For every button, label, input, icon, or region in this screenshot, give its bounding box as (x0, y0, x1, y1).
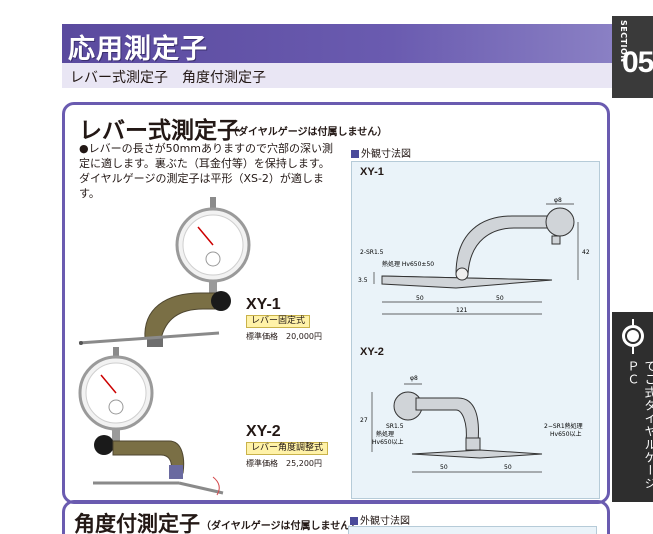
svg-text:φ8: φ8 (410, 375, 418, 382)
angle-section-note: （ダイヤルゲージは付属しません） (201, 521, 361, 532)
xy2-model-label: XY-2 (246, 423, 281, 440)
lever-description: ●レバーの長さが50mmありますので穴部の深い測定に適します。裏ぶた（耳金付等）… (79, 142, 334, 200)
page-header: 応用測定子 レバー式測定子 角度付測定子 (62, 24, 612, 88)
xy2-drawing-label: XY-2 (360, 346, 384, 358)
svg-text:50: 50 (416, 295, 424, 302)
xy1-drawing-label: XY-1 (360, 166, 384, 178)
xy1-lever-body (78, 291, 231, 347)
xy1-dimension-drawing: 2-SR1.5 熱処理 Hv650±50 φ8 3.5 42 50 50 121 (358, 197, 590, 315)
svg-text:42: 42 (582, 249, 590, 256)
xy2-type-tag: レバー角度調整式 (246, 442, 329, 455)
svg-text:2-SR1.5: 2-SR1.5 (360, 249, 384, 256)
svg-text:3.5: 3.5 (358, 277, 368, 284)
svg-text:Hv650以上: Hv650以上 (372, 438, 404, 446)
svg-text:φ8: φ8 (554, 197, 562, 204)
xy2-lever-body (93, 435, 224, 496)
dimension-heading: 外観寸法図 (351, 145, 411, 160)
square-bullet-icon (350, 517, 358, 525)
dial-gauge-icon (622, 319, 644, 354)
xy1-type-tag: レバー固定式 (246, 315, 311, 328)
section-label: SECTION (619, 20, 628, 63)
side-category-tab[interactable]: てこ式ダイヤルゲージ ＰＣ (612, 312, 653, 503)
page-title: 応用測定子 (68, 34, 208, 65)
xy1-dial-gauge (175, 197, 251, 293)
svg-text:2−SR1熱処理: 2−SR1熱処理 (544, 422, 583, 430)
angle-section-title: 角度付測定子 (74, 512, 200, 534)
svg-text:Hv650以上: Hv650以上 (550, 430, 582, 438)
svg-text:熱処理: 熱処理 (376, 430, 394, 438)
svg-text:SR1.5: SR1.5 (386, 423, 404, 430)
square-bullet-icon (351, 150, 359, 158)
xy2-dial-gauge (78, 347, 154, 445)
angle-dimension-box (348, 526, 597, 534)
product-illustration (78, 197, 251, 496)
xy2-dimension-drawing: φ8 27 SR1.5 熱処理 Hv650以上 2−SR1熱処理 Hv650以上… (360, 375, 583, 473)
svg-text:50: 50 (440, 464, 448, 471)
svg-text:27: 27 (360, 417, 368, 424)
dimension-drawing-box: XY-1 XY-2 2-SR1.5 熱処理 Hv650±50 φ8 3.5 42… (351, 161, 600, 499)
svg-text:熱処理 Hv650±50: 熱処理 Hv650±50 (382, 260, 434, 268)
page-subtitle: レバー式測定子 角度付測定子 (62, 63, 612, 88)
xy2-price: 標準価格 25,200円 (246, 459, 322, 468)
angle-section-panel (62, 500, 610, 534)
lever-section-title: レバー式測定子 (79, 118, 240, 144)
side-tab-label: てこ式ダイヤルゲージ ＰＣ (626, 360, 653, 503)
svg-text:50: 50 (504, 464, 512, 471)
lever-section-note: （ダイヤルゲージは付属しません） (228, 127, 388, 138)
svg-text:121: 121 (456, 307, 468, 314)
svg-text:50: 50 (496, 295, 504, 302)
angle-dimension-heading: 外観寸法図 (350, 512, 410, 527)
section-tab: SECTION 05 (612, 16, 653, 98)
section-number: 05 (622, 46, 653, 79)
lever-section-panel: レバー式測定子 （ダイヤルゲージは付属しません） ●レバーの長さが50mmありま… (62, 102, 610, 504)
xy1-model-label: XY-1 (246, 296, 281, 313)
xy1-price: 標準価格 20,000円 (246, 332, 322, 341)
